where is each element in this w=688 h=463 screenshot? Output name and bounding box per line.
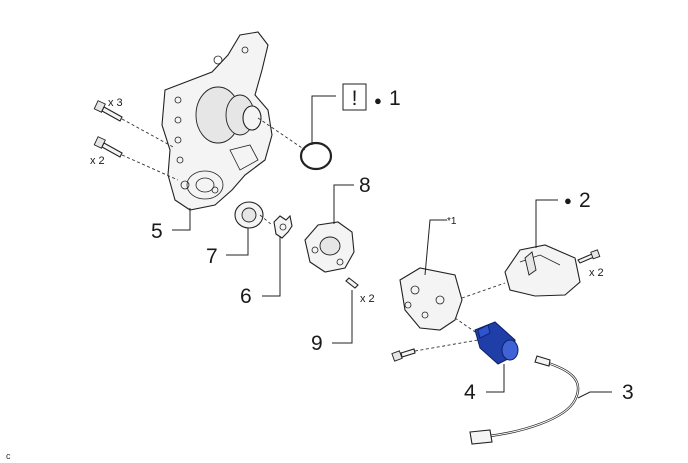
bullet-1: ● [374,93,382,108]
warning-box [342,83,367,111]
outer-rotor [234,201,264,229]
wire-harness [469,355,580,445]
corner-code: c [6,451,11,461]
bolt-group-top [93,100,123,122]
valve-body [399,267,463,331]
bolt-group-lower [93,136,123,158]
callout-5: 5 [151,220,163,243]
o-ring-leader-dash [257,117,306,151]
bolt-valve [391,348,416,362]
leader-star1 [424,219,447,276]
leader-4 [486,364,505,393]
bullet-2: ● [564,193,572,208]
qty-screws-right: x 2 [589,267,604,279]
leader-8 [333,184,354,224]
note-star1: *1 [447,216,457,227]
solenoid-valve [474,321,519,365]
cover-plate [504,244,581,297]
callout-4: 4 [464,381,476,404]
leader-9 [332,290,353,344]
pin [345,277,359,289]
bolt-top-dash [121,118,176,149]
leader-3 [577,391,612,399]
callout-8: 8 [359,174,371,197]
callout-7: 7 [206,245,218,268]
solenoid-dash [454,317,479,335]
callout-2: 2 [579,189,591,212]
bolt-valve-dash [414,339,479,352]
callout-6: 6 [240,285,252,308]
pump-body [304,221,355,273]
leader-2 [535,199,558,248]
callout-3: 3 [622,381,634,404]
callout-9: 9 [311,332,323,355]
leader-7 [226,228,249,256]
callout-1: 1 [389,87,401,110]
cover-dash [461,282,506,299]
rotor-dash [259,214,273,226]
pump-housing [161,31,273,211]
screw-right [577,249,601,264]
o-ring [299,141,333,171]
qty-pins: x 2 [360,293,375,305]
leader-1 [311,95,336,145]
inner-rotor [273,214,293,239]
leader-6 [262,236,281,297]
leader-5 [172,208,191,231]
warning-symbol: ! [352,87,358,110]
qty-bolts-lower: x 2 [90,155,105,167]
bolt-lower-dash [121,154,179,181]
qty-bolts-top: x 3 [108,97,123,109]
